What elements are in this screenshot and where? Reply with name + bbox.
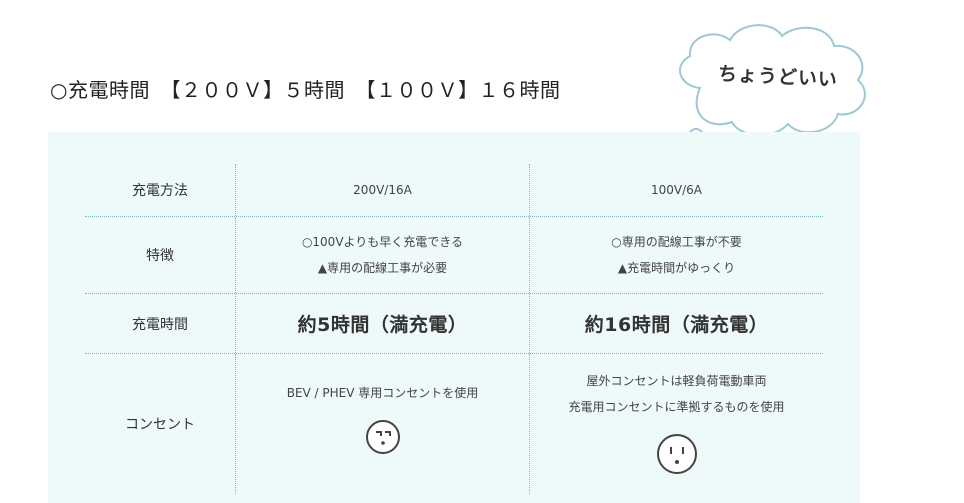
charge-time-100v: 約16時間（満充電） (584, 314, 769, 336)
table-row: 充電方法 200V/16A 100V/6A (85, 164, 823, 217)
outlet-200v-icon (365, 420, 400, 454)
charge-time-200v: 約5時間（満充電） (297, 314, 468, 336)
outlet-200v-text: BEV / PHEV 専用コンセントを使用 (286, 386, 479, 400)
outlet-100v-text-1: 屋外コンセントは軽負荷電動車両 (586, 374, 767, 388)
comparison-table: 充電方法 200V/16A 100V/6A 特徴 ○100Vよりも早く充電できる… (85, 164, 823, 503)
feature-100v-con: ▲充電時間がゆっくり (617, 261, 736, 275)
table-row: 特徴 ○100Vよりも早く充電できる ▲専用の配線工事が必要 ○専用の配線工事が… (85, 217, 823, 294)
row-label: 充電方法 (132, 183, 188, 199)
feature-200v-con: ▲専用の配線工事が必要 (317, 261, 448, 275)
method-100v: 100V/6A (651, 183, 702, 197)
row-label: 充電時間 (132, 316, 188, 333)
feature-100v-pro: ○専用の配線工事が不要 (611, 235, 742, 249)
feature-200v-pro: ○100Vよりも早く充電できる (301, 235, 464, 249)
table-row: 充電時間 約5時間（満充電） 約16時間（満充電） (85, 294, 823, 354)
comparison-panel (48, 132, 860, 503)
table-row: コンセント BEV / PHEV 専用コンセントを使用 屋外コンセントは軽負荷電… (85, 354, 823, 494)
page-heading: ○充電時間 【２００Ｖ】５時間 【１００Ｖ】１６時間 (50, 78, 561, 102)
outlet-100v-text-2: 充電用コンセントに準拠するものを使用 (568, 400, 785, 414)
row-label: 特徴 (146, 248, 174, 264)
method-200v: 200V/16A (353, 183, 412, 197)
row-label: コンセント (125, 417, 195, 433)
outlet-100v-icon (656, 434, 697, 474)
